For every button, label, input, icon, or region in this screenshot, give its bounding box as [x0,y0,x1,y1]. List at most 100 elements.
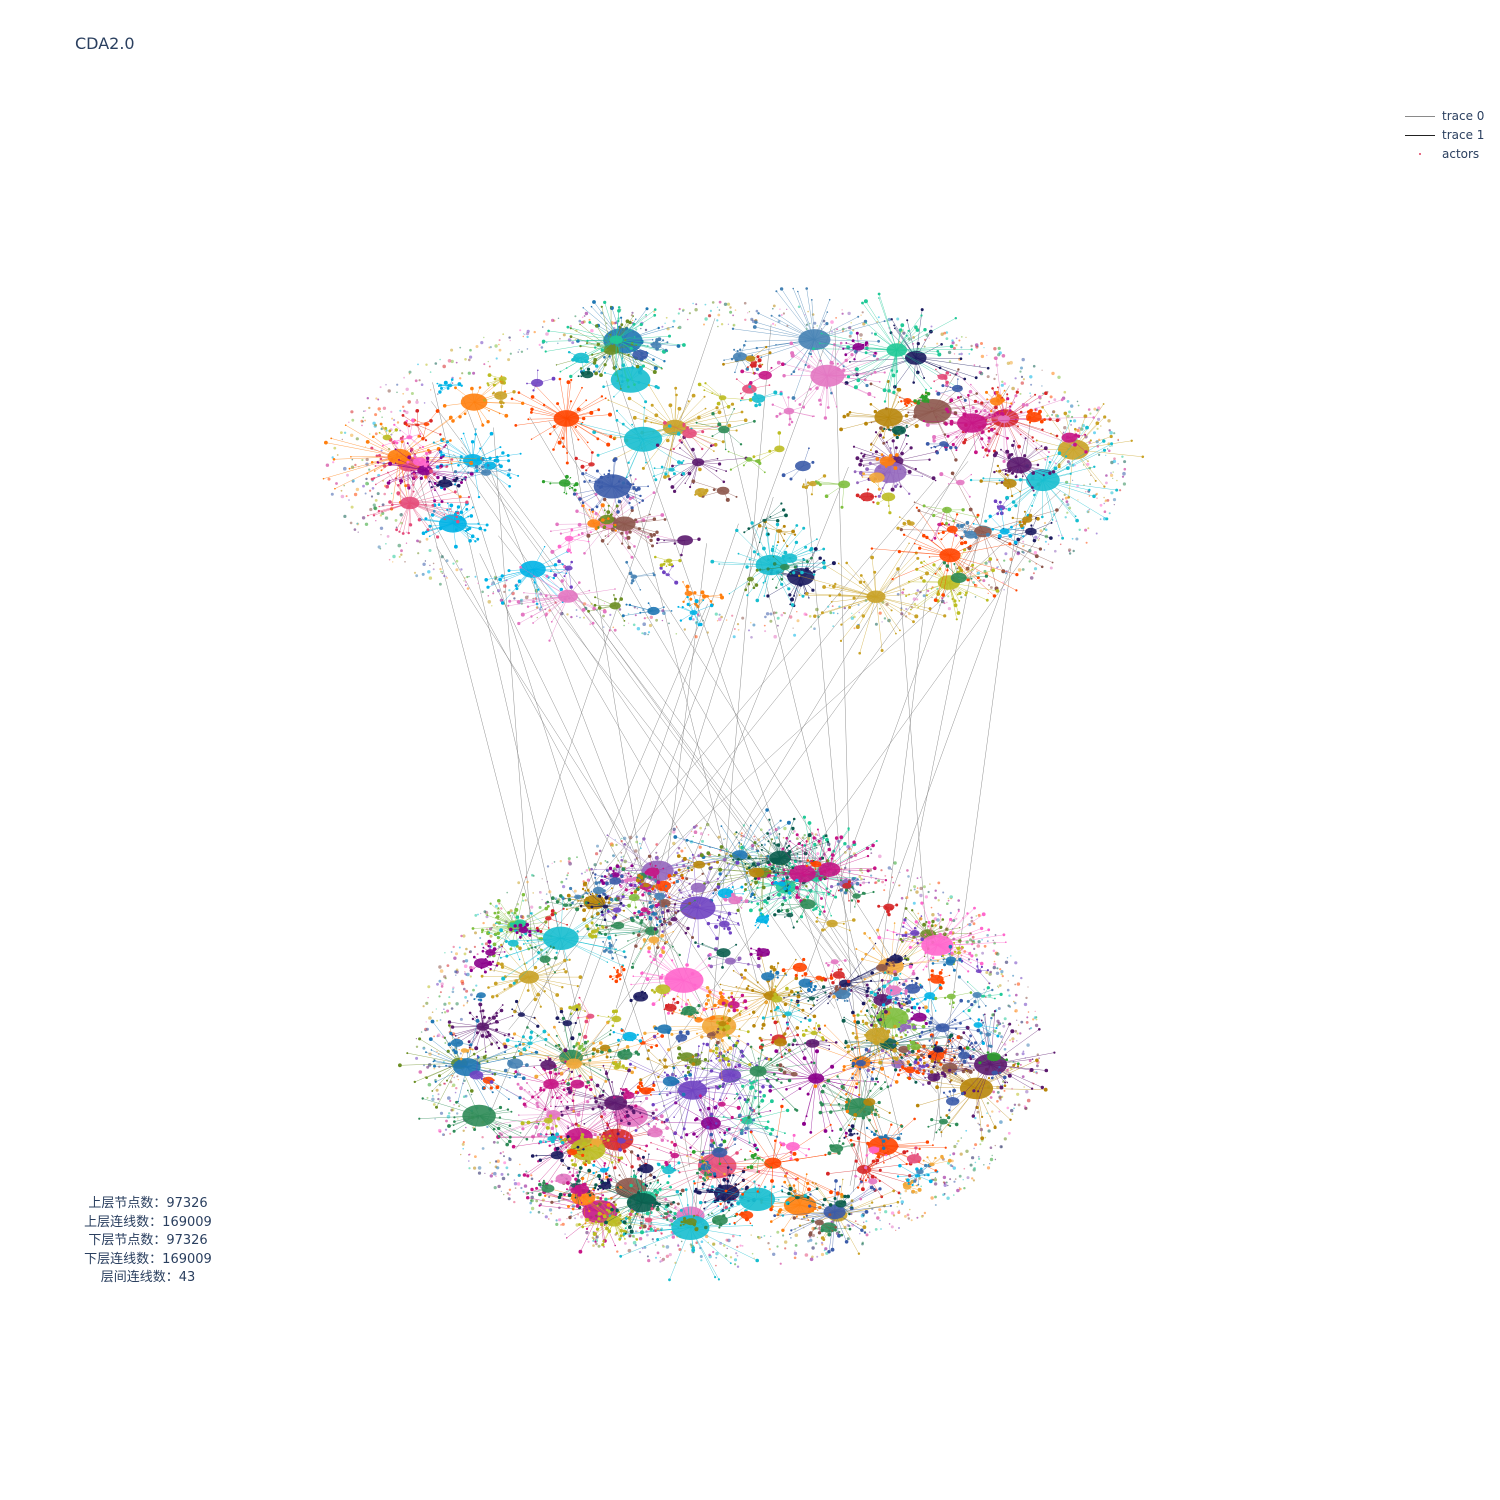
actor-node [657,1252,660,1255]
legend[interactable]: trace 0 trace 1 actors [1405,106,1484,163]
actor-node [927,590,929,592]
actor-node [891,1211,894,1214]
actor-node [948,898,950,900]
legend-item-trace-1[interactable]: trace 1 [1405,125,1484,144]
actor-node [763,836,765,838]
actor-node [466,973,470,977]
actor-node [606,861,608,863]
actor-node [870,848,872,850]
actor-node [922,1215,924,1217]
actor-node [396,384,398,386]
actor-node [1010,1109,1013,1112]
actor-node [365,410,367,412]
actor-node [580,1215,583,1218]
actor-node [488,347,490,349]
actor-node [495,1160,497,1162]
actor-node [719,309,721,311]
actor-node [738,629,740,631]
actor-node [773,611,776,614]
actor-node [456,1075,458,1077]
actor-node [976,915,978,917]
actor-node [453,957,456,960]
actor-node [473,1167,476,1170]
actor-node [992,1155,993,1156]
actor-node [343,515,346,518]
actor-node [779,309,780,310]
actor-node [821,1242,823,1244]
actor-node [335,482,338,485]
actor-node [979,1124,981,1126]
actor-node [414,572,416,574]
actor-node [893,861,896,864]
actor-node [1007,957,1008,958]
actor-node [815,1242,817,1244]
actor-node [350,434,353,437]
actor-node [468,1160,470,1162]
actor-node [1016,1040,1017,1041]
actor-node [726,619,727,620]
actor-node [374,507,378,511]
actor-node [369,490,371,492]
actor-node [635,1230,637,1232]
actor-node [815,608,819,612]
actor-node [770,613,773,616]
actor-node [440,1019,442,1021]
actor-node [448,359,452,363]
actor-node [1000,970,1003,973]
actor-node [1039,538,1040,539]
actor-node [534,331,536,333]
actor-node [991,1013,994,1016]
actor-node [676,826,677,827]
actor-node [1022,358,1025,361]
actor-node [417,364,419,366]
actor-node [447,1096,451,1100]
actor-node [442,571,443,572]
actor-node [708,1254,711,1257]
actor-node [697,613,699,615]
actor-node [1077,499,1078,500]
actor-node [433,563,435,565]
legend-item-trace-0[interactable]: trace 0 [1405,106,1484,125]
actor-node [1075,538,1078,541]
actor-node [842,309,843,310]
actor-node [472,372,475,375]
actor-node [490,576,491,577]
actor-node [1008,980,1009,981]
actor-node [443,575,445,577]
actor-node [941,597,943,599]
community-cluster [740,362,784,384]
actor-node [542,1199,545,1202]
actor-node [976,571,978,573]
actor-node [911,1219,913,1221]
actor-node [568,857,571,860]
actor-node [1016,1020,1017,1021]
actor-node [1105,474,1108,477]
actor-node [1024,1105,1026,1107]
actor-node [849,335,852,338]
legend-item-actors[interactable]: actors [1405,144,1484,163]
actor-node [343,485,345,487]
community-cluster [694,488,708,497]
actor-node [1041,385,1042,386]
actor-node [710,310,712,312]
actor-node [968,353,970,355]
actor-node [538,1211,541,1214]
actor-node [604,603,605,604]
actor-node [1017,388,1019,390]
actor-node [559,338,561,340]
actor-node [905,1190,908,1193]
actor-node [712,1251,714,1253]
actor-node [393,419,395,421]
actor-node [896,318,899,321]
actor-node [1077,401,1079,403]
actor-node [391,418,393,420]
actor-node [859,1233,860,1234]
actor-node [999,968,1001,970]
actor-node [438,1093,440,1095]
actor-node [476,345,479,348]
actor-node [812,313,815,316]
actor-node [936,918,940,922]
actor-node [550,1213,552,1215]
actor-node [994,1030,997,1033]
actor-node [346,474,349,477]
